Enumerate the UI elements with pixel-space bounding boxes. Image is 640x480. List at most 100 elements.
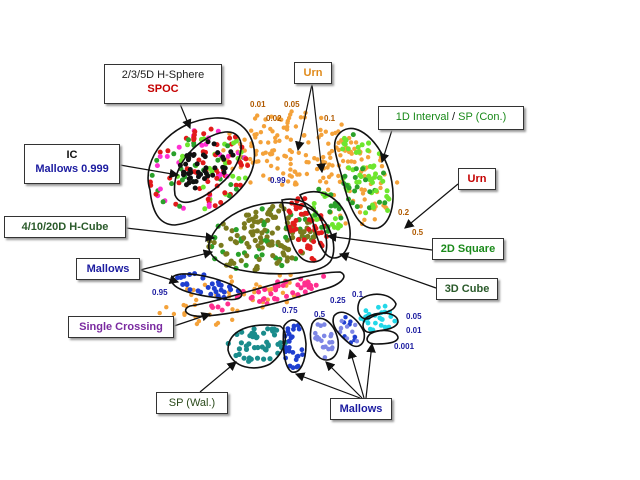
hcube-dot (233, 227, 239, 233)
hsphere-dot (215, 157, 221, 163)
single-crossing-dot (284, 293, 289, 299)
hcube-dot (299, 233, 305, 239)
hcube-dot (254, 228, 260, 234)
sp-wal-dot (236, 346, 242, 352)
hcube-dot (263, 238, 269, 244)
urn-top-text: Urn (303, 67, 323, 79)
urn-dot (287, 280, 292, 285)
single-crossing-dot (249, 294, 255, 300)
mallows-095-dot (195, 288, 201, 294)
urn-dot (289, 109, 294, 114)
urn-dot (304, 159, 309, 165)
mallows-075-dot (288, 335, 294, 341)
hsphere-dot (200, 184, 206, 190)
sp-wal-dot (255, 344, 261, 351)
hcube-dot (259, 206, 265, 212)
urn-dot (275, 133, 280, 138)
mallows-095-dot (218, 282, 224, 288)
param-0.02-urn: 0.02 (266, 114, 282, 123)
hsphere-dot (192, 129, 198, 135)
hcube-dot (241, 225, 247, 231)
interval-dot (373, 171, 378, 177)
arrow-cube3d (338, 252, 437, 289)
cube-3d-label: 3D Cube (436, 278, 498, 300)
urn-dot (378, 185, 383, 191)
hsphere-dot (238, 160, 243, 166)
urn-dot (349, 159, 354, 164)
urn-dot (164, 305, 169, 310)
mallows-075-dot (286, 348, 292, 354)
urn-dot (358, 204, 363, 209)
mallows-005-outline (362, 312, 399, 334)
hsphere-spoc-label: 2/3/5D H-Sphere SPOC (104, 64, 222, 104)
urn-dot (357, 210, 363, 215)
urn-dot (267, 177, 272, 182)
urn-dot (321, 175, 326, 180)
urn-dot (248, 180, 253, 185)
sp-wal-dot (261, 330, 267, 336)
urn-dot (287, 148, 293, 153)
mallows-025-dot (352, 334, 358, 340)
urn-dot (269, 151, 275, 157)
hcube-dot (266, 241, 272, 248)
hcube-dot (238, 258, 244, 264)
interval-dot (359, 142, 365, 148)
sp-wal-outline (227, 324, 287, 369)
interval-dot (365, 148, 371, 153)
interval-dot (356, 179, 362, 185)
hcube-dot (285, 215, 291, 221)
hcube-dot (250, 232, 256, 238)
urn-dot (264, 158, 270, 164)
hsphere-dot (222, 190, 228, 196)
ic-mallows-dot (200, 152, 206, 158)
hcube-dot (249, 223, 255, 229)
urn-dot (254, 148, 259, 154)
urn-dot (324, 180, 329, 185)
hcube-dot (235, 251, 241, 257)
square2d-dot (306, 226, 312, 232)
hcube-dot (253, 209, 259, 215)
urn-dot (285, 124, 290, 129)
interval-dot (343, 137, 349, 143)
urn-dot (337, 179, 343, 184)
ic-mallows-dot (215, 150, 221, 156)
sp-wal-text: SP (Wal.) (168, 397, 216, 409)
hcube-dot (243, 262, 249, 268)
hsphere-dot (157, 149, 163, 155)
urn-dot (362, 217, 367, 222)
single-crossing-dot (290, 290, 296, 296)
hsphere-text: 2/3/5D H-Sphere (121, 69, 205, 81)
urn-dot (253, 135, 258, 140)
hsphere-dot (208, 126, 214, 132)
sp-wal-dot (250, 334, 256, 340)
cube3d-dot (327, 209, 333, 215)
urn-dot (329, 148, 335, 154)
sp-con-text: SP (Con.) (458, 111, 507, 123)
urn-dot (302, 133, 307, 138)
urn-dot (372, 217, 377, 222)
hcube-dot (223, 251, 229, 257)
arrow-urn-left (295, 83, 313, 152)
hcube-dot (276, 208, 282, 214)
urn-dot (293, 124, 299, 129)
sp-wal-label: SP (Wal.) (156, 392, 228, 414)
urn-dot (249, 143, 254, 149)
square2d-dot (297, 205, 303, 210)
single-crossing-outline (184, 271, 345, 318)
interval-dot (352, 175, 358, 180)
sp-wal-dot (274, 327, 280, 333)
square2d-dot (306, 217, 312, 223)
urn-dot (304, 171, 310, 177)
urn-dot (263, 117, 268, 122)
sp-wal-dot (246, 341, 252, 347)
urn-dot (229, 279, 235, 284)
arrow-hsphere (179, 103, 192, 130)
urn-dot (339, 122, 344, 127)
urn-dot (360, 191, 366, 196)
hsphere-dot (149, 172, 155, 178)
hcube-dot (223, 225, 229, 231)
interval-dot (358, 174, 364, 180)
arrow-mallows-075 (294, 372, 361, 399)
mallows-bottom-label: Mallows (330, 398, 392, 420)
mallows-low-dot (388, 314, 394, 319)
